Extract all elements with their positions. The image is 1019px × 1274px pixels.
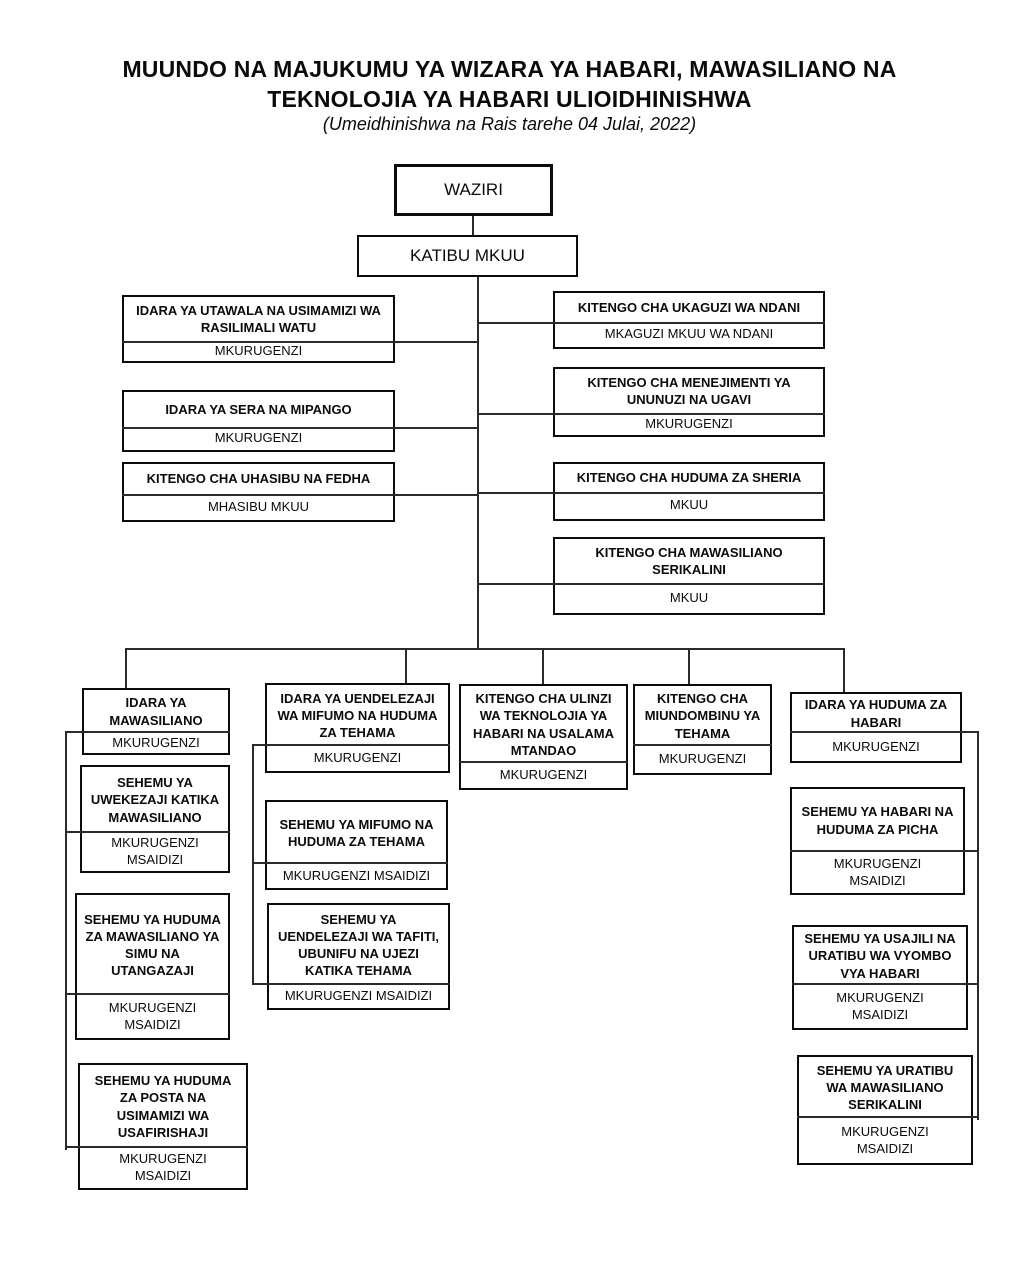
divider-col2-box1 [252, 744, 450, 746]
org-box-role: MHASIBU MKUU [207, 498, 310, 514]
org-box-role: MKURUGENZI MSAIDIZI [833, 855, 922, 888]
org-box-kitengo-uhasibu: KITENGO CHA UHASIBU NA FEDHA MHASIBU MKU… [122, 462, 395, 522]
org-box-role: MKUU [669, 497, 709, 513]
org-box-title: KITENGO CHA MIUNDOMBINU YA TEHAMA [644, 691, 761, 741]
org-box-role: MKURUGENZI MSAIDIZI [841, 1123, 929, 1156]
org-box-role: MKURUGENZI [499, 767, 588, 783]
org-box-title: IDARA YA MAWASILIANO [109, 695, 203, 728]
org-box-role: MKURUGENZI MSAIDIZI [111, 835, 199, 867]
org-box-role: MKURUGENZI MSAIDIZI [836, 989, 924, 1022]
org-box-idara-uendelezaji-mifumo: IDARA YA UENDELEZAJI WA MIFUMO NA HUDUMA… [265, 683, 450, 773]
connector-drop-col5 [843, 648, 845, 692]
org-box-title: IDARA YA UTAWALA NA USIMAMIZI WA RASILIM… [136, 302, 381, 335]
org-box-sehemu-usajili: SEHEMU YA USAJILI NA URATIBU WA VYOMBO V… [792, 925, 968, 1030]
divider-col1-box1 [65, 731, 230, 733]
connector-left-1 [122, 341, 479, 343]
org-box-title: KITENGO CHA UHASIBU NA FEDHA [146, 471, 371, 487]
divider-col5-box1 [790, 731, 979, 733]
org-box-title: IDARA YA HUDUMA ZA HABARI [804, 697, 948, 730]
org-box-role: MKAGUZI MKUU WA NDANI [604, 326, 774, 342]
org-box-role: MKURUGENZI [214, 430, 303, 446]
org-box-sehemu-huduma-simu: SEHEMU YA HUDUMA ZA MAWASILIANO YA SIMU … [75, 893, 230, 1040]
org-box-sehemu-posta: SEHEMU YA HUDUMA ZA POSTA NA USIMAMIZI W… [78, 1063, 248, 1190]
org-box-idara-utawala: IDARA YA UTAWALA NA USIMAMIZI WA RASILIM… [122, 295, 395, 363]
org-box-idara-sera: IDARA YA SERA NA MIPANGO MKURUGENZI [122, 390, 395, 452]
org-box-kitengo-mawasiliano-serikalini: KITENGO CHA MAWASILIANO SERIKALINI MKUU [553, 537, 825, 615]
org-box-sehemu-mifumo-tehama: SEHEMU YA MIFUMO NA HUDUMA ZA TEHAMA MKU… [265, 800, 448, 890]
org-box-title: SEHEMU YA MIFUMO NA HUDUMA ZA TEHAMA [279, 816, 434, 849]
org-box-role: MKURUGENZI [313, 750, 402, 766]
org-box-role: MKURUGENZI [112, 734, 200, 750]
divider-col1-box3 [65, 993, 230, 995]
org-box-title: SEHEMU YA URATIBU WA MAWASILIANO SERIKAL… [816, 1062, 954, 1113]
divider-col2-box3 [252, 983, 450, 985]
org-box-katibu-mkuu: KATIBU MKUU [357, 235, 578, 277]
divider-col3-box1 [459, 761, 628, 763]
connector-right-4 [477, 583, 825, 585]
org-box-kitengo-sheria: KITENGO CHA HUDUMA ZA SHERIA MKUU [553, 462, 825, 521]
org-box-waziri: WAZIRI [394, 164, 553, 216]
divider-col5-box2 [790, 850, 979, 852]
org-box-kitengo-miundombinu: KITENGO CHA MIUNDOMBINU YA TEHAMA MKURUG… [633, 684, 772, 775]
divider-col5-box4 [797, 1116, 979, 1118]
connector-drop-col4 [688, 648, 690, 684]
connector-trunk [477, 277, 479, 650]
org-box-title: KITENGO CHA MAWASILIANO SERIKALINI [595, 544, 783, 577]
connector-col5-spine [977, 731, 979, 1120]
org-box-title: SEHEMU YA UWEKEZAJI KATIKA MAWASILIANO [90, 775, 220, 825]
org-box-role: MKURUGENZI [832, 738, 920, 754]
org-box-role: MKURUGENZI [214, 342, 303, 358]
connector-left-2 [122, 427, 479, 429]
org-box-title: KITENGO CHA MENEJIMENTI YA UNUNUZI NA UG… [587, 374, 791, 407]
org-box-title: IDARA YA UENDELEZAJI WA MIFUMO NA HUDUMA… [277, 690, 438, 741]
connector-col2-spine [252, 744, 254, 985]
org-box-title: SEHEMU YA HUDUMA ZA POSTA NA USIMAMIZI W… [94, 1073, 232, 1140]
divider-col1-box2 [65, 831, 230, 833]
connector-left-3 [122, 494, 479, 496]
org-box-role: MKURUGENZI MSAIDIZI [119, 1151, 207, 1183]
connector-right-1 [477, 322, 825, 324]
org-box-sehemu-tafiti: SEHEMU YA UENDELEZAJI WA TAFITI, UBUNIFU… [267, 903, 450, 1010]
org-box-kitengo-ulinzi: KITENGO CHA ULINZI WA TEKNOLOJIA YA HABA… [459, 684, 628, 790]
org-box-role: MKURUGENZI [658, 751, 747, 767]
org-box-idara-huduma-habari: IDARA YA HUDUMA ZA HABARI MKURUGENZI [790, 692, 962, 763]
org-box-role: MKURUGENZI MSAIDIZI [108, 999, 197, 1032]
org-box-kitengo-ukaguzi: KITENGO CHA UKAGUZI WA NDANI MKAGUZI MKU… [553, 291, 825, 349]
org-box-idara-mawasiliano: IDARA YA MAWASILIANO MKURUGENZI [82, 688, 230, 755]
connector-drop-col2 [405, 648, 407, 683]
connector-right-2 [477, 413, 825, 415]
org-box-title: SEHEMU YA UENDELEZAJI WA TAFITI, UBUNIFU… [277, 911, 440, 979]
org-box-title: KITENGO CHA UKAGUZI WA NDANI [577, 299, 801, 315]
org-box-title: SEHEMU YA USAJILI NA URATIBU WA VYOMBO V… [804, 931, 956, 981]
org-box-role: MKUU [669, 589, 709, 605]
org-box-title: SEHEMU YA HABARI NA HUDUMA ZA PICHA [801, 804, 954, 837]
org-box-kitengo-menejimenti: KITENGO CHA MENEJIMENTI YA UNUNUZI NA UG… [553, 367, 825, 437]
page-subtitle: (Umeidhinishwa na Rais tarehe 04 Julai, … [322, 114, 697, 134]
org-box-role: MKURUGENZI MSAIDIZI [282, 867, 431, 883]
org-box-sehemu-habari-picha: SEHEMU YA HABARI NA HUDUMA ZA PICHA MKUR… [790, 787, 965, 895]
connector-drop-col3 [542, 648, 544, 684]
org-box-title: WAZIRI [444, 179, 503, 199]
page-title: MUUNDO NA MAJUKUMU YA WIZARA YA HABARI, … [122, 56, 897, 113]
divider-col4-box1 [633, 744, 772, 746]
connector-col1-spine [65, 733, 67, 1150]
org-box-title: IDARA YA SERA NA MIPANGO [165, 401, 352, 417]
org-box-sehemu-uwekezaji: SEHEMU YA UWEKEZAJI KATIKA MAWASILIANO M… [80, 765, 230, 873]
org-box-title: KATIBU MKUU [410, 245, 525, 265]
org-box-role: MKURUGENZI MSAIDIZI [284, 988, 433, 1004]
org-box-sehemu-uratibu: SEHEMU YA URATIBU WA MAWASILIANO SERIKAL… [797, 1055, 973, 1165]
org-box-title: SEHEMU YA HUDUMA ZA MAWASILIANO YA SIMU … [84, 911, 221, 979]
divider-col2-box2 [252, 862, 448, 864]
divider-col5-box3 [792, 983, 979, 985]
divider-col1-box4 [65, 1146, 248, 1148]
org-box-title: KITENGO CHA HUDUMA ZA SHERIA [576, 470, 802, 486]
org-box-role: MKURUGENZI [645, 415, 733, 431]
connector-drop-col1 [125, 648, 127, 688]
connector-distribution [125, 648, 845, 650]
org-box-title: KITENGO CHA ULINZI WA TEKNOLOJIA YA HABA… [472, 691, 615, 758]
connector-right-3 [477, 492, 825, 494]
connector-waziri-katibu [472, 216, 474, 235]
